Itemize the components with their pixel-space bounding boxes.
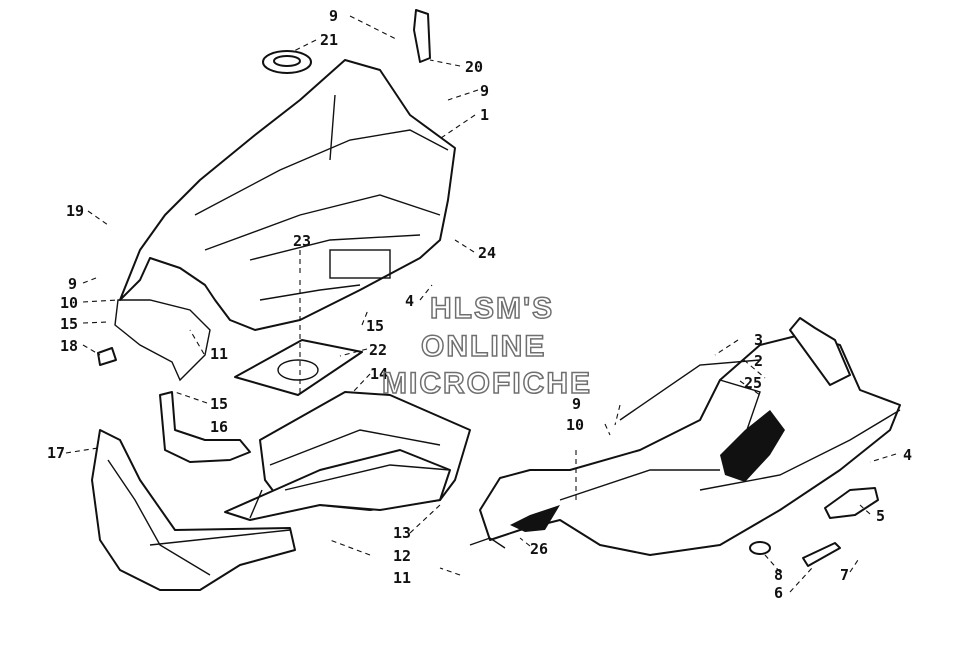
seal-ring-part [262,50,312,74]
watermark-line-3: MICROFICHE [382,367,592,400]
side-pad-part [824,487,879,519]
callout-15: 15 [210,395,228,413]
callout-19: 19 [66,202,84,220]
callout-22: 22 [369,341,387,359]
hood-console-part [114,59,456,382]
rear-frame-part [469,317,901,556]
callout-4: 4 [405,292,414,310]
callout-8: 8 [774,566,783,584]
clip-part [97,347,117,366]
watermark-line-1: HLSM'S [430,292,554,325]
callout-14: 14 [370,365,388,383]
cap-part [749,541,771,555]
callout-17: 17 [47,444,65,462]
callout-26: 26 [530,540,548,558]
callout-15: 15 [366,317,384,335]
callout-20: 20 [465,58,483,76]
callout-24: 24 [478,244,496,262]
callout-23: 23 [293,232,311,250]
watermark-line-2: ONLINE [421,330,546,363]
callout-21: 21 [320,31,338,49]
leader-lines [65,15,897,593]
callout-4: 4 [903,446,912,464]
callout-11: 11 [210,345,228,363]
callout-13: 13 [393,524,411,542]
watermark: HLSM'S ONLINE MICROFICHE [381,291,592,401]
callout-25: 25 [744,374,762,392]
callout-16: 16 [210,418,228,436]
belly-pan-part [224,391,471,521]
callout-9: 9 [68,275,77,293]
callout-7: 7 [840,566,849,584]
callout-2: 2 [754,352,763,370]
callout-3: 3 [754,331,763,349]
callout-10: 10 [60,294,78,312]
callout-6: 6 [774,584,783,602]
front-bumper-part [91,429,296,591]
callout-9: 9 [480,82,489,100]
brace-part [159,391,251,463]
plate-part [234,339,363,396]
bracket-part [413,9,431,63]
callout-11: 11 [393,569,411,587]
callout-15: 15 [60,315,78,333]
callout-18: 18 [60,337,78,355]
callout-9: 9 [329,7,338,25]
callout-9: 9 [572,395,581,413]
callout-labels: 9 21 20 9 1 19 23 24 9 10 4 15 15 18 11 … [47,7,912,602]
callout-10: 10 [566,416,584,434]
callout-12: 12 [393,547,411,565]
callout-1: 1 [480,106,489,124]
callout-5: 5 [876,507,885,525]
bar-part [802,542,841,567]
